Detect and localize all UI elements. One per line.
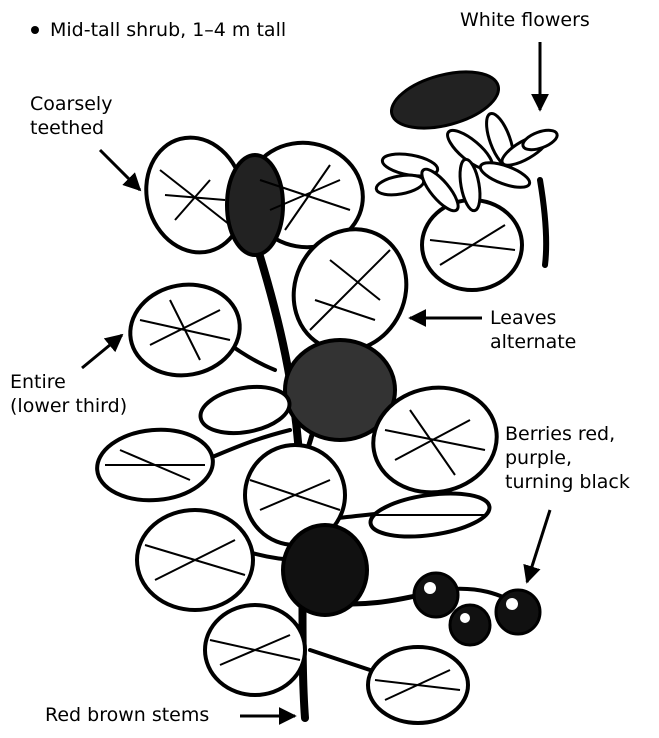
leaf xyxy=(227,155,283,255)
label-leaves-alternate: Leaves alternate xyxy=(490,306,576,354)
bullet-text: Mid-tall shrub, 1–4 m tall xyxy=(50,18,286,42)
leaf xyxy=(283,525,367,615)
bullet-dot xyxy=(31,26,39,34)
label-red-brown-stems: Red brown stems xyxy=(45,703,209,727)
label-coarsely-teethed: Coarsely teethed xyxy=(30,92,112,140)
label-white-flowers: White flowers xyxy=(460,8,590,32)
label-berries: Berries red, purple, turning black xyxy=(505,422,630,494)
berries xyxy=(414,573,540,645)
flower-cluster xyxy=(375,62,560,216)
arrow-coarsely-teethed xyxy=(100,150,140,190)
arrow-berries xyxy=(527,510,550,582)
label-entire: Entire (lower third) xyxy=(10,370,127,418)
arrow-entire xyxy=(82,335,122,368)
leaf xyxy=(197,381,293,440)
